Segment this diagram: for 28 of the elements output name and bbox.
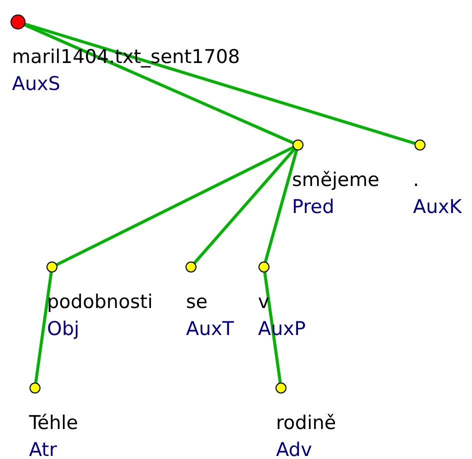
tree-node-dot bbox=[29, 382, 41, 394]
word-label: . bbox=[413, 169, 420, 191]
word-label: Téhle bbox=[29, 412, 78, 434]
root-node-dot bbox=[10, 14, 26, 30]
function-label: AuxS bbox=[12, 73, 60, 95]
tree-edge bbox=[24, 22, 416, 145]
function-label: Adv bbox=[276, 439, 312, 459]
tree-node-dot bbox=[414, 139, 426, 151]
word-label: smějeme bbox=[292, 169, 380, 191]
word-label: podobnosti bbox=[47, 291, 153, 313]
tree-edge bbox=[56, 146, 294, 266]
tree-node-dot bbox=[292, 139, 304, 151]
tree-node-dot bbox=[46, 261, 58, 273]
word-label: se bbox=[186, 291, 208, 313]
tree-edge bbox=[264, 149, 298, 263]
tree-node-dot bbox=[275, 382, 287, 394]
function-label: AuxT bbox=[186, 318, 234, 340]
tree-edge bbox=[34, 272, 53, 384]
word-label: rodině bbox=[276, 412, 336, 434]
tree-node-dot bbox=[258, 261, 270, 273]
function-label: Obj bbox=[47, 318, 80, 340]
function-label: Atr bbox=[29, 439, 57, 459]
tree-edge bbox=[193, 148, 296, 264]
function-label: Pred bbox=[292, 196, 334, 218]
tree-edge bbox=[263, 272, 282, 384]
tree-edge bbox=[24, 23, 294, 144]
function-label: AuxK bbox=[413, 196, 462, 218]
tree-node-dot bbox=[185, 261, 197, 273]
